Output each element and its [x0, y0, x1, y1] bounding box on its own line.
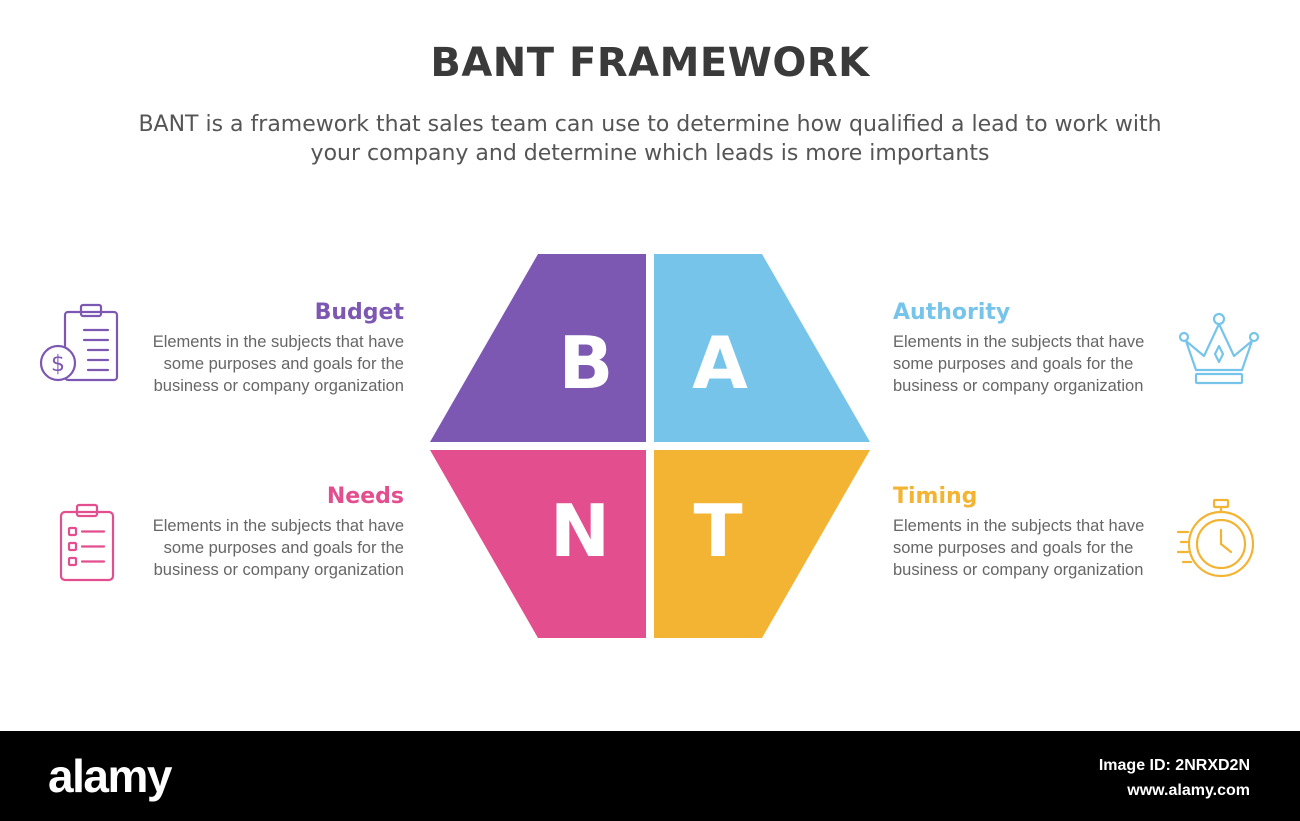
footer-bar: alamy Image ID: 2NRXD2N www.alamy.com	[0, 731, 1300, 821]
subtitle-line-2: your company and determine which leads i…	[310, 141, 990, 166]
svg-text:$: $	[51, 352, 65, 377]
timing-desc-line: some purposes and goals for the	[893, 539, 1134, 557]
budget-desc-line: business or company organization	[153, 377, 404, 395]
segment-timing-letter: T	[693, 489, 742, 573]
segment-budget-shape	[430, 254, 646, 442]
timing-description: Elements in the subjects that have some …	[893, 515, 1173, 581]
page-subtitle: BANT is a framework that sales team can …	[100, 110, 1200, 168]
alamy-logo: alamy	[48, 750, 172, 802]
stopwatch-icon	[1176, 498, 1260, 585]
budget-block: Budget Elements in the subjects that hav…	[124, 299, 404, 397]
segment-needs-letter: N	[550, 489, 610, 573]
authority-desc-line: some purposes and goals for the	[893, 355, 1134, 373]
timing-desc-line: Elements in the subjects that have	[893, 517, 1145, 535]
budget-description: Elements in the subjects that have some …	[124, 331, 404, 397]
needs-desc-line: some purposes and goals for the	[163, 539, 404, 557]
budget-desc-line: some purposes and goals for the	[163, 355, 404, 373]
needs-desc-line: Elements in the subjects that have	[152, 517, 404, 535]
clipboard-dollar-icon: $	[38, 302, 122, 389]
footer-meta: Image ID: 2NRXD2N www.alamy.com	[1099, 753, 1250, 803]
authority-block: Authority Elements in the subjects that …	[893, 299, 1173, 397]
site-url[interactable]: www.alamy.com	[1127, 782, 1250, 799]
timing-heading: Timing	[893, 484, 978, 509]
needs-heading: Needs	[326, 484, 404, 509]
subtitle-line-1: BANT is a framework that sales team can …	[138, 112, 1162, 137]
segment-authority-shape	[654, 254, 870, 442]
authority-heading: Authority	[893, 300, 1011, 325]
budget-desc-line: Elements in the subjects that have	[152, 333, 404, 351]
page-title: BANT FRAMEWORK	[430, 40, 870, 86]
segment-needs-shape	[430, 450, 646, 638]
crown-icon	[1176, 310, 1262, 393]
authority-desc-line: business or company organization	[893, 377, 1144, 395]
needs-desc-line: business or company organization	[153, 561, 404, 579]
budget-heading: Budget	[314, 300, 404, 325]
checklist-icon	[58, 502, 118, 589]
needs-description: Elements in the subjects that have some …	[124, 515, 404, 581]
bant-hexagon: B A N T	[430, 254, 870, 638]
authority-description: Elements in the subjects that have some …	[893, 331, 1173, 397]
timing-block: Timing Elements in the subjects that hav…	[893, 483, 1173, 581]
segment-authority-letter: A	[692, 321, 748, 405]
segment-timing-shape	[654, 450, 870, 638]
segment-budget-letter: B	[559, 321, 614, 405]
timing-desc-line: business or company organization	[893, 561, 1144, 579]
needs-block: Needs Elements in the subjects that have…	[124, 483, 404, 581]
image-id: Image ID: 2NRXD2N	[1098, 757, 1250, 774]
authority-desc-line: Elements in the subjects that have	[893, 333, 1145, 351]
